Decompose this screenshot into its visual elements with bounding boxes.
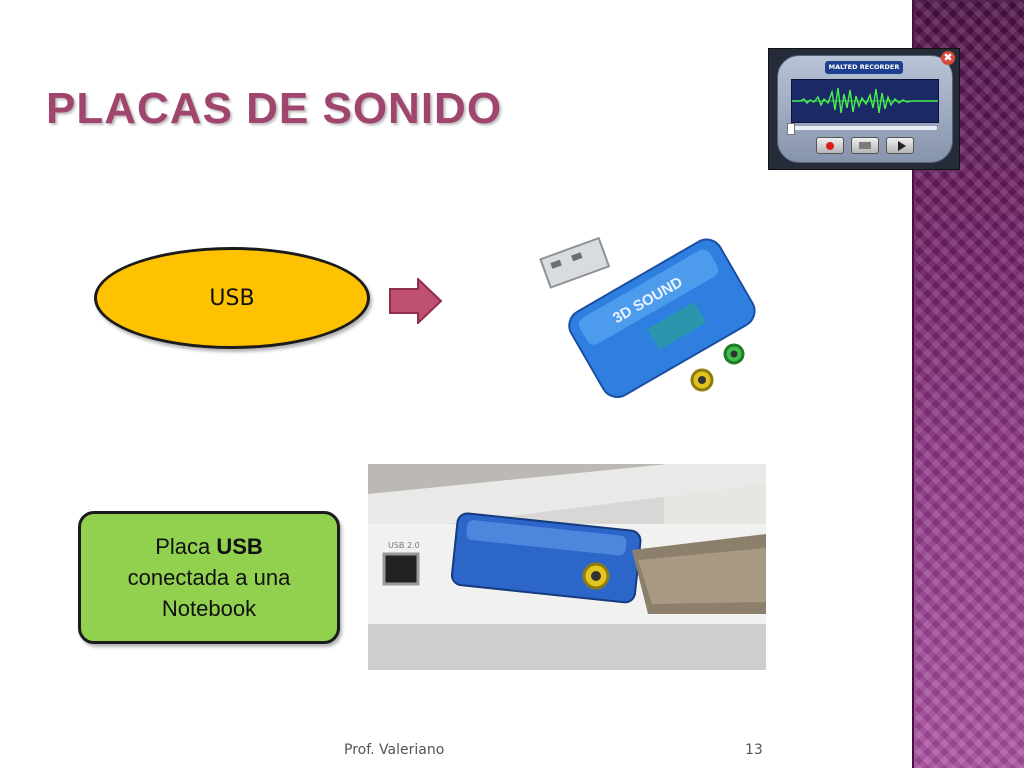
slider-thumb[interactable] xyxy=(787,123,795,135)
caption-usb-bold: USB xyxy=(216,534,263,559)
record-icon xyxy=(826,141,834,150)
caption-text: Placa USB conectada a una Notebook xyxy=(128,531,291,624)
usb-oval: USB xyxy=(94,247,370,349)
usb-notebook-caption-box: Placa USB conectada a una Notebook xyxy=(78,511,340,644)
caption-placa: Placa xyxy=(155,534,217,559)
stop-button[interactable] xyxy=(851,137,879,154)
waveform-icon xyxy=(792,87,938,114)
caption-line2: conectada a una xyxy=(127,565,291,590)
recorder-title: MALTED RECORDER xyxy=(825,61,903,74)
usb-port-label: USB 2.0 xyxy=(388,541,420,550)
record-button[interactable] xyxy=(816,137,844,154)
play-icon xyxy=(898,140,906,151)
notebook-photo: USB 2.0 xyxy=(368,464,766,670)
close-icon[interactable]: ✖ xyxy=(941,51,955,65)
slide-title: PLACAS DE SONIDO xyxy=(46,84,503,133)
footer-author: Prof. Valeriano xyxy=(344,742,445,758)
notebook-usb-image: USB 2.0 xyxy=(368,464,766,670)
stop-icon xyxy=(859,142,871,149)
usb-oval-label: USB xyxy=(209,286,255,311)
recorder-position-slider[interactable] xyxy=(787,123,937,135)
waveform-display xyxy=(791,79,939,123)
usb-sound-card-image: 3D SOUND xyxy=(539,236,756,398)
caption-line3: Notebook xyxy=(161,596,257,621)
page-number: 13 xyxy=(745,742,763,758)
malted-recorder-widget: ✖ MALTED RECORDER xyxy=(768,48,960,170)
right-arrow-icon xyxy=(389,278,443,324)
play-button[interactable] xyxy=(886,137,914,154)
